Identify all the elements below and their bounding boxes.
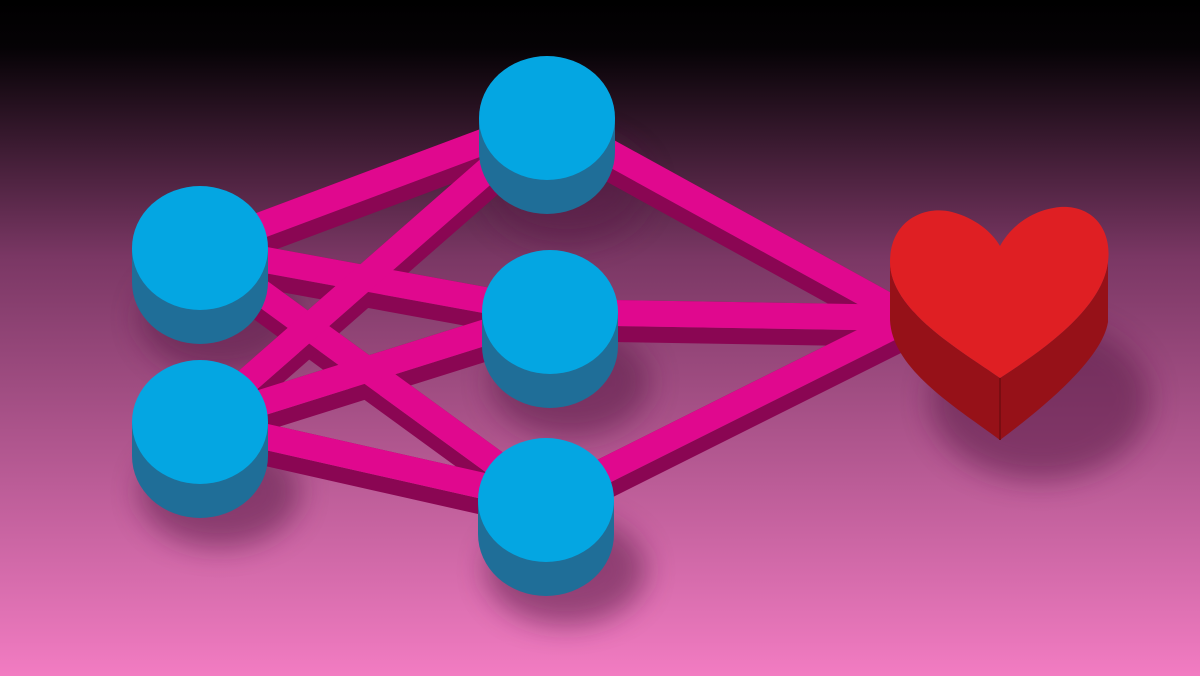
node-top xyxy=(482,250,618,374)
node-hidden-2 xyxy=(482,250,618,408)
node-hidden-1 xyxy=(479,56,615,214)
node-top xyxy=(132,360,268,484)
connector-input-1-hidden-1 xyxy=(195,105,552,261)
node-input-2 xyxy=(132,360,268,518)
connector-input-2-hidden-3 xyxy=(197,409,549,513)
connector-side xyxy=(549,324,910,347)
connector-hidden-3-output-heart xyxy=(540,306,916,512)
connectors xyxy=(191,105,917,513)
connector-side xyxy=(551,329,916,528)
node-hidden-3 xyxy=(478,438,614,596)
connector-side xyxy=(204,130,552,277)
connector-hidden-1-output-heart xyxy=(540,106,917,330)
nodes xyxy=(132,56,618,596)
connector-input-2-hidden-1 xyxy=(191,108,556,432)
heart-side xyxy=(890,262,1108,440)
connector-side xyxy=(197,434,544,529)
node-top xyxy=(132,186,268,310)
heart-top xyxy=(890,206,1109,378)
node-top xyxy=(479,56,615,180)
connector-side xyxy=(540,129,904,346)
connector-hidden-2-output-heart xyxy=(549,299,911,331)
node-top xyxy=(478,438,614,562)
node-input-1 xyxy=(132,186,268,344)
heart-output-node xyxy=(890,206,1109,440)
connector-input-2-hidden-2 xyxy=(196,299,554,435)
